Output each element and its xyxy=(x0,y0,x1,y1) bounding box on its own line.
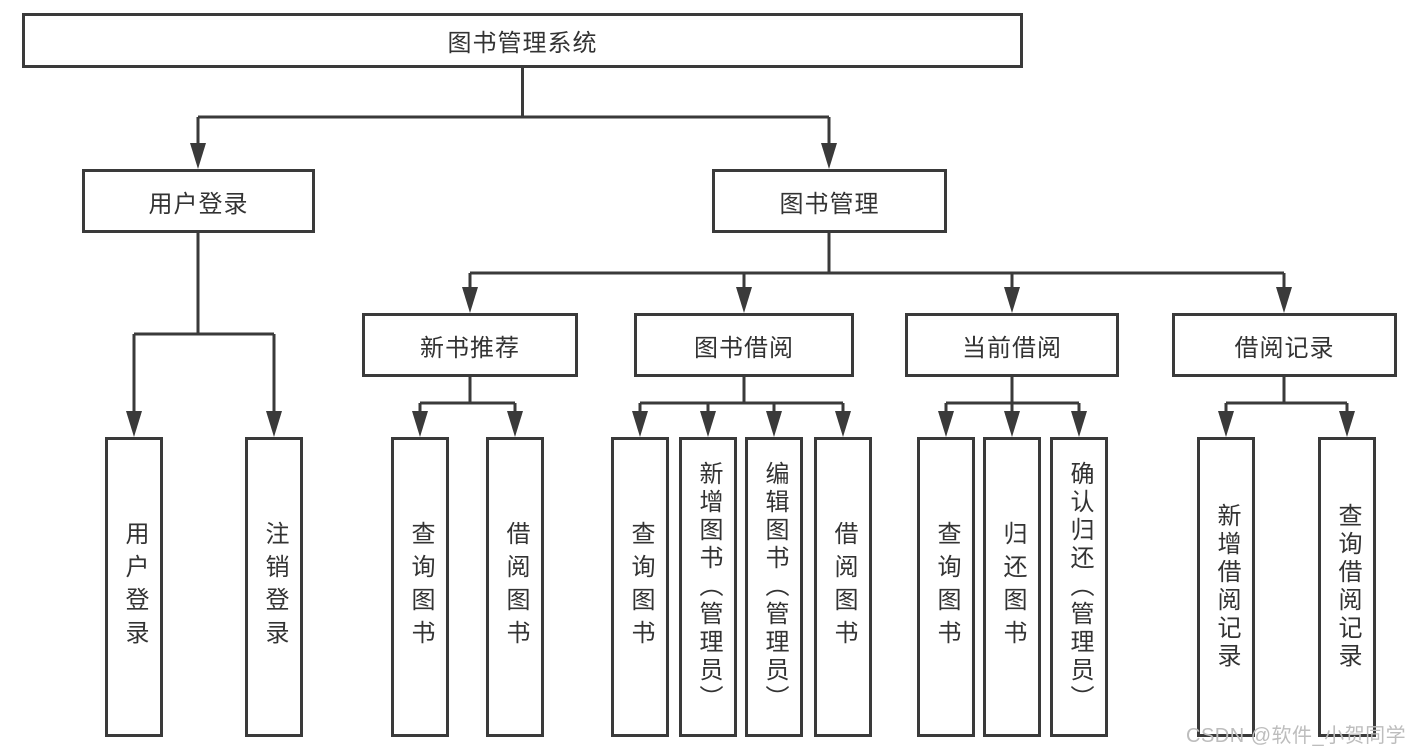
leaf-label: 借阅图书 xyxy=(502,521,529,653)
leaf-query-books-current: 查询图书 xyxy=(917,437,975,737)
leaf-label: 编辑图书（管理员） xyxy=(761,461,788,713)
leaf-user-login: 用户登录 xyxy=(105,437,163,737)
node-user-login: 用户登录 xyxy=(82,169,315,233)
leaf-edit-book-admin: 编辑图书（管理员） xyxy=(745,437,803,737)
leaf-logout: 注销登录 xyxy=(245,437,303,737)
leaf-label: 借阅图书 xyxy=(830,521,857,653)
leaf-label: 用户登录 xyxy=(121,521,148,653)
node-library-management-system: 图书管理系统 xyxy=(22,13,1023,68)
node-borrow-records: 借阅记录 xyxy=(1172,313,1397,377)
leaf-query-books-recommend: 查询图书 xyxy=(391,437,449,737)
csdn-watermark: CSDN @软件_小贺同学 xyxy=(1186,725,1405,747)
leaf-borrow-books-borrow: 借阅图书 xyxy=(814,437,872,737)
tree-edges xyxy=(132,68,1349,419)
arrow-heads xyxy=(126,143,1355,437)
leaf-confirm-return-admin: 确认归还（管理员） xyxy=(1050,437,1108,737)
leaf-query-books-borrow: 查询图书 xyxy=(611,437,669,737)
leaf-label: 查询图书 xyxy=(933,521,960,653)
node-new-book-recommend: 新书推荐 xyxy=(362,313,578,377)
node-book-management: 图书管理 xyxy=(712,169,947,233)
leaf-label: 新增借阅记录 xyxy=(1213,503,1240,671)
leaf-label: 确认归还（管理员） xyxy=(1066,461,1093,713)
leaf-add-book-admin: 新增图书（管理员） xyxy=(679,437,737,737)
leaf-label: 归还图书 xyxy=(999,521,1026,653)
leaf-label: 查询图书 xyxy=(627,521,654,653)
leaf-label: 新增图书（管理员） xyxy=(695,461,722,713)
leaf-add-borrow-record: 新增借阅记录 xyxy=(1197,437,1255,737)
leaf-label: 注销登录 xyxy=(261,521,288,653)
leaf-label: 查询借阅记录 xyxy=(1334,503,1361,671)
node-current-borrow: 当前借阅 xyxy=(905,313,1119,377)
leaf-label: 查询图书 xyxy=(407,521,434,653)
node-book-borrow: 图书借阅 xyxy=(634,313,854,377)
leaf-return-book: 归还图书 xyxy=(983,437,1041,737)
leaf-borrow-books-recommend: 借阅图书 xyxy=(486,437,544,737)
leaf-query-borrow-record: 查询借阅记录 xyxy=(1318,437,1376,737)
